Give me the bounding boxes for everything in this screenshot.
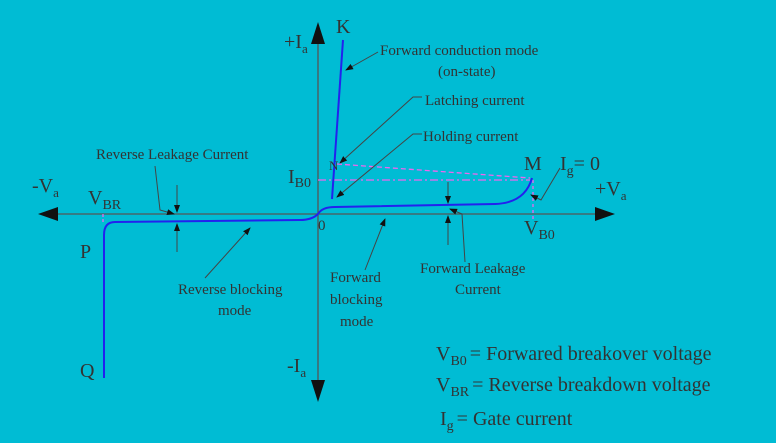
forward-leakage-label-2: Current	[455, 282, 502, 298]
reverse-blocking-label-1: Reverse blocking	[178, 282, 283, 298]
axes	[55, 40, 600, 385]
reverse-leakage-pointer	[154, 165, 175, 215]
latching-pointer	[339, 96, 422, 164]
holding-pointer	[336, 133, 422, 198]
forward-conduction-label: Forward conduction mode	[380, 43, 539, 59]
pos-current-arrow-icon	[311, 22, 325, 44]
reverse-leakage-label: Reverse Leakage Current	[96, 147, 249, 163]
reverse-blocking-curve	[103, 213, 319, 378]
pos-current-label: +Ia	[284, 31, 308, 56]
vb0-label: VB0	[524, 217, 555, 243]
forward-blocking-label-2: blocking	[330, 292, 383, 308]
pos-voltage-label: +Va	[595, 178, 627, 203]
reverse-blocking-pointer	[204, 227, 251, 279]
neg-voltage-label: -Va	[32, 175, 59, 200]
point-p: P	[80, 241, 91, 263]
ig-label: Ig= 0	[560, 153, 600, 179]
legend-item-vbr: VBR= Reverse breakdown voltage	[436, 374, 711, 400]
forward-blocking-pointer	[364, 218, 386, 271]
forward-leakage-pointer	[449, 208, 466, 263]
legend-item-vb0: VB0= Forwared breakover voltage	[436, 343, 712, 369]
on-state-label: (on-state)	[438, 64, 495, 80]
point-m: M	[524, 153, 542, 175]
forward-blocking-label-3: mode	[340, 314, 374, 330]
forward-conduction-pointer	[345, 51, 379, 71]
point-k: K	[336, 16, 351, 38]
neg-voltage-arrow-icon	[38, 207, 58, 221]
characteristic-curve	[103, 39, 533, 378]
holding-current-label: Holding current	[423, 129, 519, 145]
legend: VB0= Forwared breakover voltage VBR= Rev…	[436, 343, 712, 434]
latching-line	[336, 163, 531, 179]
reverse-blocking-label-2: mode	[218, 303, 252, 319]
point-q: Q	[80, 360, 95, 382]
forward-conduction-curve	[331, 39, 344, 200]
legend-item-ig: Ig= Gate current	[440, 408, 573, 434]
neg-current-arrow-icon	[311, 380, 325, 402]
vbr-label: VBR	[88, 187, 122, 213]
latching-current-label: Latching current	[425, 93, 525, 109]
origin-label: 0	[318, 218, 326, 234]
neg-current-label: -Ia	[287, 355, 306, 380]
ib0-label: IB0	[288, 166, 311, 191]
ig-pointer	[530, 167, 561, 201]
forward-blocking-curve	[317, 177, 533, 215]
forward-leakage-label-1: Forward Leakage	[420, 261, 526, 277]
forward-blocking-label-1: Forward	[330, 270, 381, 286]
point-n: N	[329, 158, 339, 173]
pos-voltage-arrow-icon	[595, 207, 615, 221]
